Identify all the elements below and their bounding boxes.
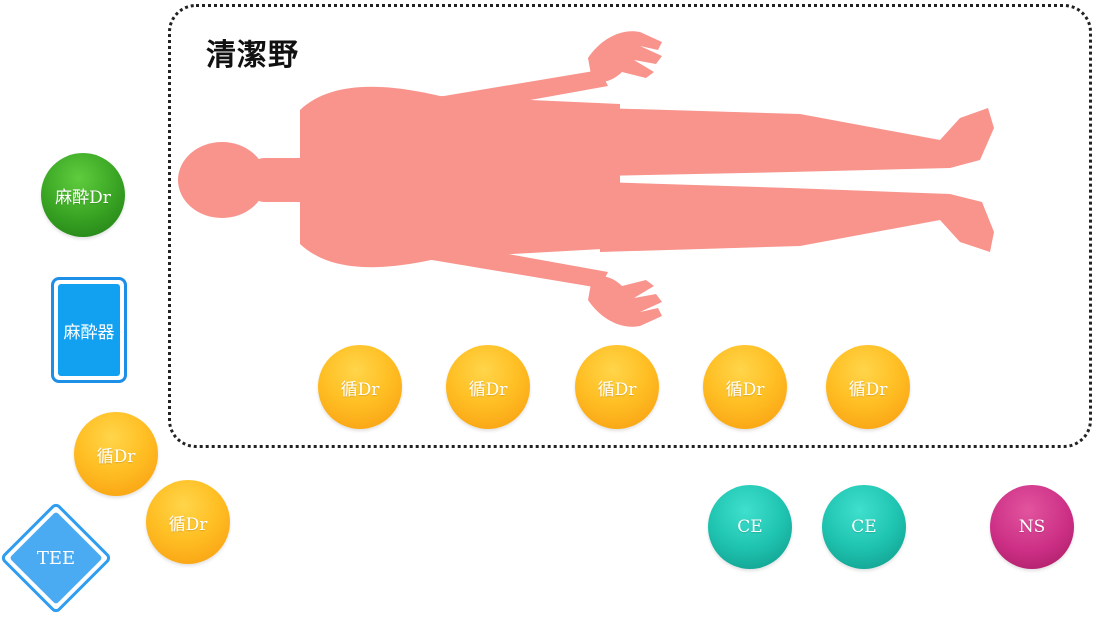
ns-circle: NS — [990, 485, 1074, 569]
patient-lower-arm — [330, 240, 608, 288]
patient-torso — [300, 86, 620, 268]
tee-label: TEE — [36, 547, 76, 569]
anesthesia-machine-label: 麻酔器 — [63, 322, 115, 343]
ns-label: NS — [1018, 517, 1046, 537]
anesthesia-dr-circle: 麻酔Dr — [41, 153, 125, 237]
patient-upper-hand — [588, 31, 662, 82]
circ-dr-label: 循Dr — [340, 379, 380, 400]
anesthesia-machine: 麻酔器 — [51, 277, 127, 383]
circ-dr-circle: 循Dr — [146, 480, 230, 564]
patient-neck — [252, 158, 312, 202]
circ-dr-label: 循Dr — [848, 379, 888, 400]
sterile-field-boundary — [168, 4, 1092, 448]
sterile-field-label: 清潔野 — [206, 38, 299, 73]
patient-lower-hand — [588, 276, 662, 327]
patient-lower-leg — [600, 182, 994, 252]
ce-circle: CE — [822, 485, 906, 569]
circ-dr-circle: 循Dr — [446, 345, 530, 429]
circ-dr-label: 循Dr — [96, 446, 136, 467]
ce-circle: CE — [708, 485, 792, 569]
patient-upper-leg — [600, 108, 994, 176]
ce-label: CE — [851, 517, 877, 537]
circ-dr-circle: 循Dr — [74, 412, 158, 496]
patient-head — [178, 142, 266, 218]
patient-upper-arm — [330, 70, 608, 118]
circ-dr-label: 循Dr — [468, 379, 508, 400]
circ-dr-label: 循Dr — [168, 514, 208, 535]
anesthesia-dr-label: 麻酔Dr — [55, 187, 111, 208]
ce-label: CE — [737, 517, 763, 537]
circ-dr-label: 循Dr — [597, 379, 637, 400]
circ-dr-circle: 循Dr — [703, 345, 787, 429]
tee-label-wrap: TEE — [16, 518, 96, 598]
circ-dr-circle: 循Dr — [575, 345, 659, 429]
circ-dr-circle: 循Dr — [318, 345, 402, 429]
anesthesia-machine-panel: 麻酔器 — [58, 284, 120, 376]
circ-dr-circle: 循Dr — [826, 345, 910, 429]
circ-dr-label: 循Dr — [725, 379, 765, 400]
